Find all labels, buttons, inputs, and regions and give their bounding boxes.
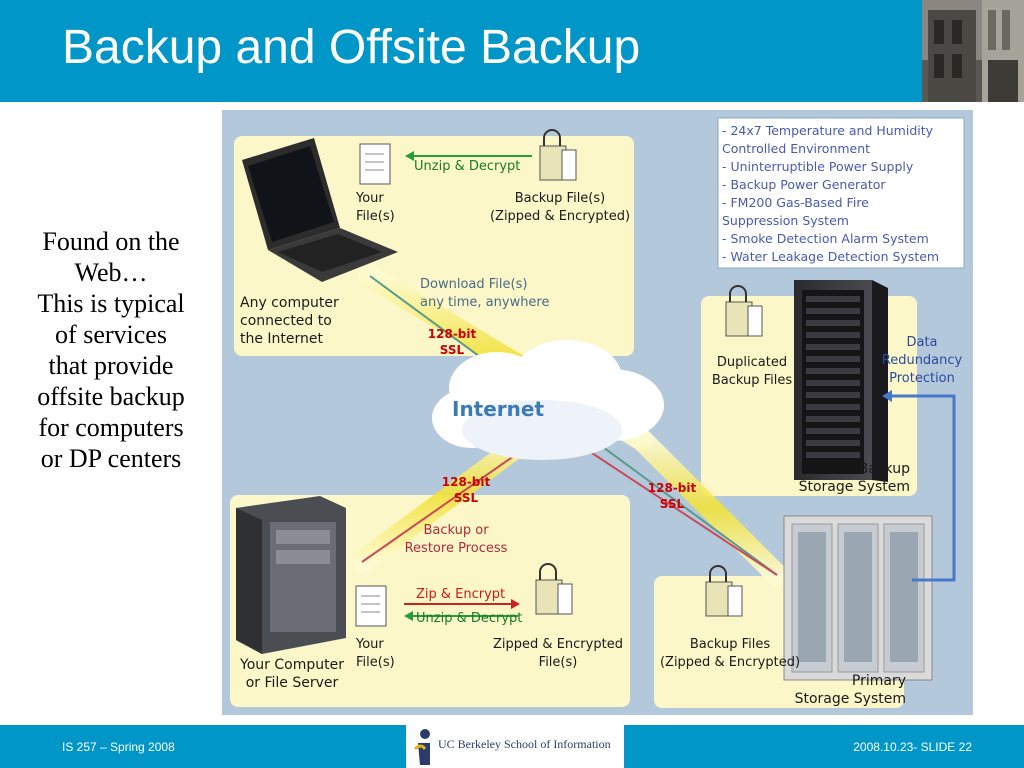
unzip-decrypt-label-bottom: Unzip & Decrypt bbox=[416, 611, 523, 626]
primary-storage-system-icon bbox=[783, 515, 933, 681]
unzip-decrypt-label: Unzip & Decrypt bbox=[414, 159, 521, 174]
backup-storage-label: Backup Storage System bbox=[798, 461, 910, 495]
laptop-icon bbox=[242, 138, 398, 282]
body-line: that provide bbox=[48, 351, 174, 380]
body-line: Found on the bbox=[42, 227, 180, 256]
slide-number: 2008.10.23- SLIDE 22 bbox=[853, 740, 972, 754]
locked-zip-file-icon bbox=[705, 565, 743, 617]
any-computer-label: Any computer connected to the Internet bbox=[240, 295, 339, 347]
feature-item: - Water Leakage Detection System bbox=[722, 249, 940, 264]
backup-files-label-bottom: Backup Files (Zipped & Encrypted) bbox=[659, 637, 801, 670]
duplicated-backup-label: Duplicated Backup Files bbox=[711, 355, 793, 388]
redundancy-label: Data Redundancy Protection bbox=[881, 335, 963, 386]
download-label: Download File(s) any time, anywhere bbox=[420, 277, 550, 310]
document-icon bbox=[359, 143, 391, 185]
rack-slots bbox=[806, 296, 860, 458]
ssl-label-middle: 128-bit SSL bbox=[441, 475, 491, 505]
body-line: of services bbox=[55, 320, 167, 349]
document-icon bbox=[355, 585, 387, 627]
feature-item: - 24x7 Temperature and Humidity bbox=[722, 123, 934, 138]
internet-label: Internet bbox=[452, 397, 545, 421]
backup-restore-label: Backup or Restore Process bbox=[404, 523, 508, 556]
server-tower-icon bbox=[236, 496, 346, 654]
title-bar bbox=[0, 0, 1024, 102]
locked-zip-file-icon bbox=[539, 129, 577, 181]
backup-files-label: Backup File(s) (Zipped & Encrypted) bbox=[489, 191, 631, 224]
internet-cloud-icon bbox=[432, 340, 664, 460]
feature-item: Suppression System bbox=[722, 213, 849, 228]
body-line: or DP centers bbox=[40, 444, 182, 473]
body-line: for computers bbox=[38, 413, 184, 442]
zipped-encrypted-label: Zipped & Encrypted File(s) bbox=[493, 637, 623, 670]
feature-item: - Uninterruptible Power Supply bbox=[722, 159, 914, 174]
redundancy-arrow-icon bbox=[886, 394, 956, 582]
ucb-school-logo: UC Berkeley School of Information bbox=[406, 725, 624, 768]
ssl-label-top: 128-bit SSL bbox=[427, 327, 477, 357]
locked-zip-file-icon bbox=[535, 563, 573, 615]
file-server-label: Your Computer or File Server bbox=[240, 657, 344, 691]
body-line: Web… bbox=[74, 258, 148, 287]
feature-item: - Smoke Detection Alarm System bbox=[722, 231, 929, 246]
zip-encrypt-label: Zip & Encrypt bbox=[416, 587, 506, 602]
body-line: offsite backup bbox=[37, 382, 185, 411]
features-list: - 24x7 Temperature and Humidity Controll… bbox=[722, 122, 939, 266]
primary-storage-label: Primary Storage System bbox=[794, 673, 906, 707]
campus-building-photo bbox=[922, 0, 1024, 102]
feature-item: - FM200 Gas-Based Fire bbox=[722, 195, 869, 210]
feature-item: - Backup Power Generator bbox=[722, 177, 886, 192]
course-label: IS 257 – Spring 2008 bbox=[62, 740, 175, 754]
panel-top-left bbox=[234, 136, 634, 356]
body-line: This is typical bbox=[37, 289, 185, 318]
your-files-label-bottom: Your File(s) bbox=[356, 637, 395, 670]
feature-item: Controlled Environment bbox=[722, 141, 871, 156]
slide-title: Backup and Offsite Backup bbox=[62, 21, 641, 74]
backup-diagram: - 24x7 Temperature and Humidity Controll… bbox=[222, 110, 973, 715]
your-files-label: Your File(s) bbox=[356, 191, 395, 224]
logo-text: UC Berkeley School of Information bbox=[438, 737, 611, 751]
ssl-label-right: 128-bit SSL bbox=[647, 481, 697, 511]
information-i-icon bbox=[413, 729, 430, 765]
features-box bbox=[717, 117, 965, 269]
slide-body-text: Found on the Web… This is typical of ser… bbox=[8, 226, 214, 474]
locked-zip-file-icon bbox=[725, 285, 763, 337]
